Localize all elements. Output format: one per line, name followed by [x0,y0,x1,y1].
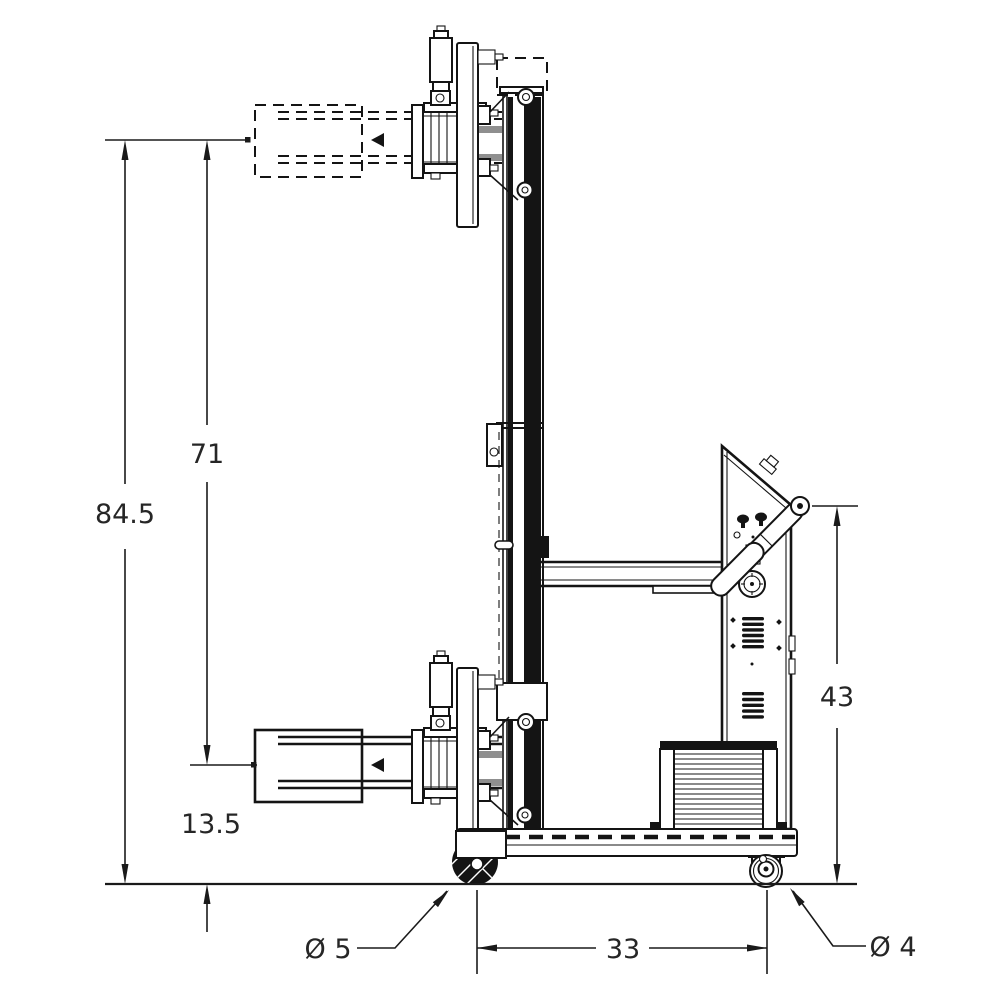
lower-mast-bracket [496,682,548,721]
callout-rear-wheel-label: Ø 4 [869,932,916,963]
panel-top-bolt [758,454,780,476]
upper-clamp-assembly-phantom [254,25,548,228]
dim-raised-clamp-height: 71 [190,140,224,765]
callout-front-wheel-label: Ø 5 [304,934,351,965]
rear-caster-wheel [748,854,785,888]
tilt-lever [710,496,810,597]
dim-overall-height: 84.5 [95,140,155,884]
dim-raised-clamp-height-label: 71 [190,439,224,470]
dim-lowered-clamp-height-label: 13.5 [181,809,241,840]
knob-left [737,514,749,524]
callout-rear-wheel-diameter: Ø 4 [790,888,917,963]
battery-box [650,741,787,831]
front-wheel-axle [470,857,484,871]
dim-wheelbase-label: 33 [606,934,640,965]
front-wheel-mount [455,830,507,859]
upper-drum-jaw-phantom [254,104,363,178]
vent-slots-lower [742,692,764,719]
dim-lowered-clamp-height: 13.5 [181,809,241,932]
dim-handle-height-label: 43 [820,682,854,713]
knob-right [755,512,767,522]
lower-clamp-assembly [253,650,548,853]
push-handle-bar [494,536,723,594]
dim-handle-height: 43 [820,506,854,884]
dim-overall-height-label: 84.5 [95,499,155,530]
ext-point-top [245,137,251,143]
dim-wheelbase: 33 [476,890,768,974]
ext-point-lower [251,762,257,768]
callout-front-wheel-diameter: Ø 5 [304,890,449,965]
lower-drum-jaw [253,728,364,804]
vent-slots-upper [730,617,782,666]
mast-stage-bracket [486,423,503,467]
front-wheel [452,830,507,885]
base-frame [452,828,798,888]
dimension-annotations: 84.5 71 13.5 43 [95,137,917,974]
machine-view [253,25,810,888]
